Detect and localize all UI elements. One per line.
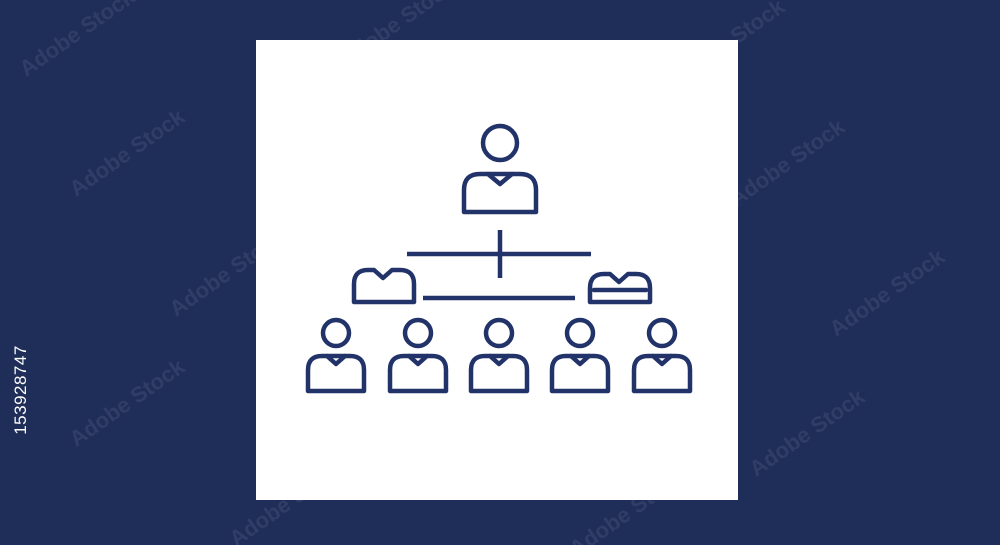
bottom-person-5-icon bbox=[631, 317, 693, 394]
watermark: Adobe Stock bbox=[724, 113, 850, 212]
top-person-icon bbox=[461, 123, 539, 215]
watermark: Adobe Stock bbox=[824, 243, 950, 342]
bottom-person-4-icon bbox=[549, 317, 611, 394]
stock-id-text: 153928747 bbox=[11, 345, 30, 435]
bottom-person-2-icon bbox=[387, 317, 449, 394]
watermark: Adobe Stock bbox=[744, 383, 870, 482]
middle-left-person-icon bbox=[351, 267, 417, 305]
watermark: Adobe Stock bbox=[64, 353, 190, 452]
middle-right-person-icon bbox=[587, 271, 653, 305]
watermark: Adobe Stock bbox=[64, 103, 190, 202]
connector-lines bbox=[407, 230, 591, 301]
icon-card bbox=[256, 40, 738, 500]
watermark: Adobe Stock bbox=[14, 0, 140, 82]
org-chart-hierarchy-icon bbox=[305, 123, 693, 394]
stock-id-label: 153928747 bbox=[6, 300, 36, 480]
bottom-person-3-icon bbox=[468, 317, 530, 394]
bottom-person-1-icon bbox=[305, 317, 367, 394]
